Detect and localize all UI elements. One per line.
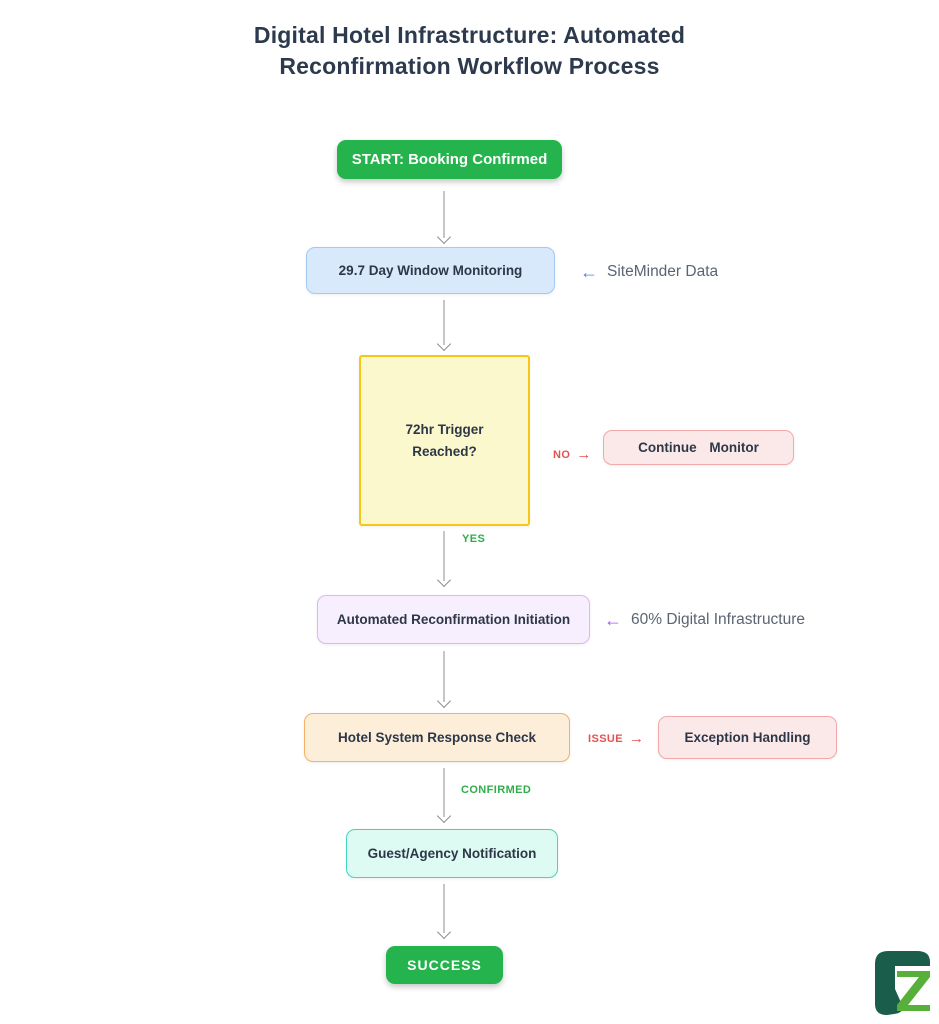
node-window-monitoring-label: 29.7 Day Window Monitoring [338,263,523,278]
arrow-stem [443,884,445,933]
arrow-stem [443,531,445,581]
page-title-line2: Reconfirmation Workflow Process [279,53,660,79]
connector-arrow-down [436,768,452,824]
edge-label-yes: YES [462,533,485,545]
node-reconfirmation-initiation-label: Automated Reconfirmation Initiation [336,612,571,627]
page-title: Digital Hotel Infrastructure: Automated … [0,20,939,82]
node-success: SUCCESS [386,946,503,984]
edge-label-no-text: NO [553,448,571,461]
edge-label-issue-text: ISSUE [588,732,624,745]
node-guest-agency-notification: Guest/Agency Notification [346,829,558,878]
annotation-digital-infrastructure-text: 60% Digital Infrastructure [631,611,806,628]
edge-label-yes-text: YES [462,533,486,545]
arrow-head-icon [436,924,452,940]
arrow-head-icon [436,572,452,588]
arrow-stem [443,651,445,702]
node-trigger-decision: 72hr Trigger Reached? [359,355,530,526]
node-reconfirmation-initiation: Automated Reconfirmation Initiation [317,595,590,644]
connector-arrow-down [436,191,452,245]
connector-arrow-down [436,531,452,588]
edge-label-confirmed: CONFIRMED [461,784,531,796]
edge-label-no: NO → [553,446,592,463]
node-start-label: START: Booking Confirmed [351,151,548,168]
node-continue-monitor: Continue Monitor [603,430,794,465]
connector-arrow-down [436,300,452,352]
arrow-head-icon [436,229,452,245]
edge-label-confirmed-text: CONFIRMED [461,784,532,796]
node-trigger-decision-line2: Reached? [412,443,477,459]
node-exception-handling-label: Exception Handling [684,730,811,745]
arrow-stem [443,191,445,238]
arrow-stem [443,768,445,817]
connector-arrow-down [436,884,452,940]
right-arrow-icon: → [576,446,592,463]
node-start: START: Booking Confirmed [337,140,562,179]
arrow-head-icon [436,336,452,352]
right-arrow-icon: → [629,730,645,747]
brand-logo-svg [875,951,930,1015]
left-arrow-icon: ← [604,610,622,630]
node-response-check-label: Hotel System Response Check [337,730,537,745]
arrow-head-icon [436,808,452,824]
node-continue-monitor-label: Continue Monitor [638,440,759,455]
annotation-digital-infrastructure: ← 60% Digital Infrastructure [604,608,805,632]
left-arrow-icon: ← [580,262,598,282]
node-response-check: Hotel System Response Check [304,713,570,762]
node-exception-handling: Exception Handling [658,716,837,759]
arrow-stem [443,300,445,345]
brand-logo-icon [867,947,935,1018]
node-trigger-decision-line1: 72hr Trigger [405,421,484,437]
arrow-head-icon [436,693,452,709]
annotation-siteminder: ← SiteMinder Data [580,260,718,284]
connector-arrow-down [436,651,452,709]
node-success-label: SUCCESS [407,957,482,973]
page-title-line1: Digital Hotel Infrastructure: Automated [253,22,686,48]
annotation-siteminder-text: SiteMinder Data [607,263,719,280]
node-guest-agency-notification-label: Guest/Agency Notification [367,846,537,861]
node-window-monitoring: 29.7 Day Window Monitoring [306,247,555,294]
edge-label-issue: ISSUE → [588,730,644,747]
